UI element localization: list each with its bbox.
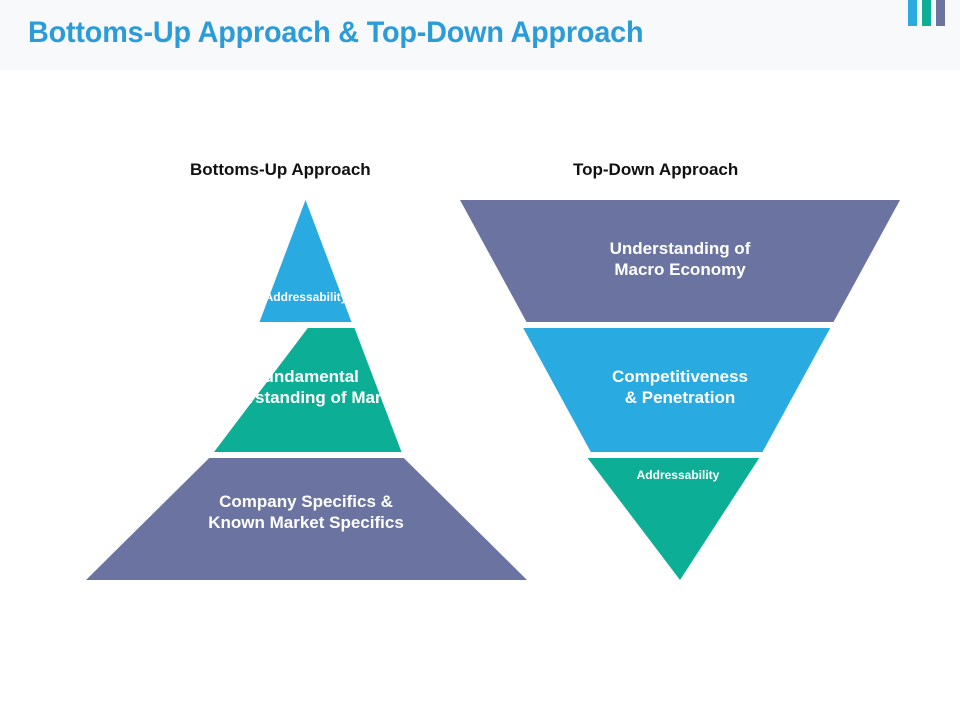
funnel-label-addressability: Addressability (636, 468, 720, 482)
funnel-label-macro-economy: Understanding of Macro Economy (609, 239, 751, 279)
funnel-level-macro-economy[interactable] (460, 200, 900, 322)
funnel-level-addressability[interactable] (587, 458, 760, 580)
pyramid-label-addressability: Addressability (264, 290, 348, 304)
page-title: Bottoms-Up Approach & Top-Down Approach (28, 16, 644, 49)
funnel-level-competitiveness[interactable] (523, 328, 831, 452)
pyramid-label-company-specifics: Company Specifics & Known Market Specifi… (208, 492, 404, 532)
pyramid-level-addressability[interactable] (259, 200, 352, 322)
decorative-bars (908, 0, 945, 26)
deco-bar-blue (908, 0, 917, 26)
pyramid-label-fundamental-understanding: Fundamental Understanding of Market (205, 367, 407, 407)
deco-bar-teal (922, 0, 931, 26)
column-heading-top-down: Top-Down Approach (573, 160, 739, 179)
header-band (0, 0, 960, 70)
deco-bar-slate (936, 0, 945, 26)
pyramid-level-company-specifics[interactable] (86, 458, 527, 580)
pyramid-level-fundamental-understanding[interactable] (214, 328, 402, 452)
column-heading-bottoms-up: Bottoms-Up Approach (190, 160, 371, 179)
funnel-label-competitiveness: Competitiveness & Penetration (611, 367, 749, 407)
